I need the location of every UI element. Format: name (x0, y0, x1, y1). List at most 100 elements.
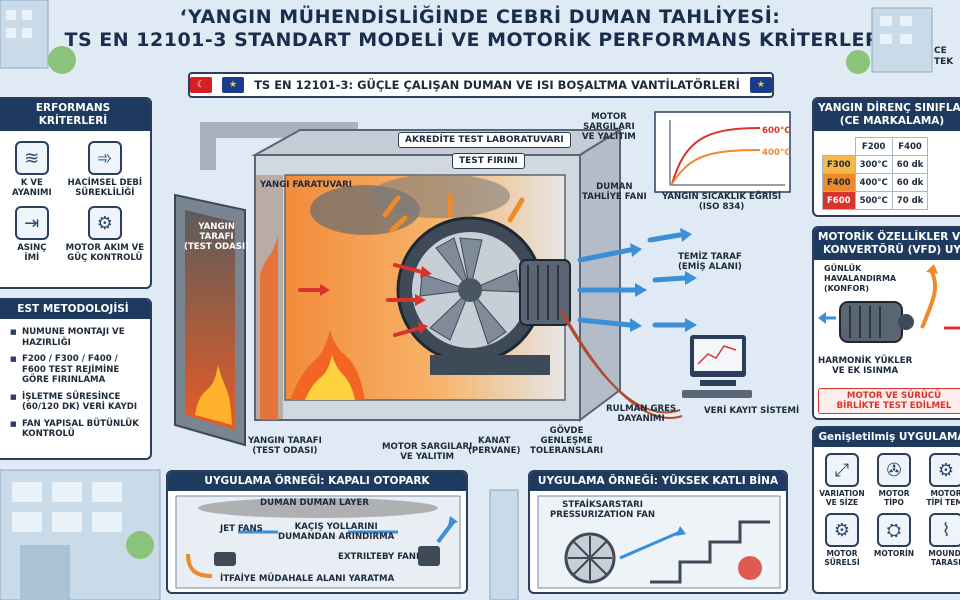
application-label: MOTOR TİPO (878, 489, 910, 507)
criteria-item: ≋ K VE AYANIMI (2, 141, 62, 198)
temp-cell: 300°C (854, 155, 893, 174)
exhaust-fan-car-park-label: EXTRILTEBY FANI (338, 552, 420, 562)
pipe-icon: ⌇ (929, 513, 960, 547)
criteria-item: ⚙ MOTOR AKIM VE GÜÇ KONTROLÜ (66, 206, 144, 263)
vfd-motor-illustration (818, 264, 960, 343)
body-expansion-label: GÖVDE GENLEŞME TOLERANSLARI (530, 426, 604, 456)
performance-criteria-title: ERFORMANS KRİTERLERİ (0, 99, 150, 131)
page-title: ‘YANGIN MÜHENDİSLİĞİNDE CEBRİ DUMAN TAHL… (0, 6, 960, 52)
high-rise-illustration (537, 495, 781, 589)
jet-fans-label: JET FANS (220, 524, 263, 534)
application-label: MOTOR SÜRELSİ (824, 549, 860, 567)
motor-icon: ⛭ (877, 513, 911, 547)
fire-side-label: YANGIN TARAFI (TEST ODASI) (248, 436, 322, 456)
motor-windings-top-label: MOTOR SARGILARI VE YALITIM (582, 112, 636, 142)
methodology-step: NUMUNE MONTAJI VE HAZIRLIĞI (10, 327, 142, 348)
table-header-row: F200 F400 (823, 137, 929, 156)
data-system-label: VERİ KAYIT SİSTEMİ (704, 406, 800, 416)
application-item: ⤢ VARIATION VE SİZE (818, 453, 866, 507)
fire-resistance-title: YANGIN DİRENÇ SINIFLAN (CE MARKALAMA) (814, 99, 960, 131)
table-row: F400 400°C 60 dk (822, 173, 929, 192)
high-rise-example-panel: UYGULAMA ÖRNEĞİ: YÜKSEK KATLI BİNA STFAİ… (528, 470, 788, 594)
time-cell: 60 dk (891, 173, 929, 192)
pressurization-fan-label: STFAİKSARSTARI PRESSURIZATION FAN (550, 500, 656, 520)
title-line-2: TS EN 12101-3 STANDART MODELİ VE MOTORİK… (64, 29, 896, 51)
application-item: ⛭ MOTORİN (870, 513, 918, 567)
criteria-label: HACİMSEL DEBİ SÜREKLİLİĞİ (67, 178, 142, 198)
temp-cell: 400°C (854, 173, 893, 192)
test-furnace-diagram (174, 111, 791, 447)
motor-icon: ⚙ (929, 453, 960, 487)
test-furnace-label: TEST FIRINI (452, 153, 525, 169)
car-park-illustration (175, 495, 461, 589)
methodology-step: FAN YAPISAL BÜTÜNLÜK KONTROLÜ (10, 419, 142, 440)
application-label: VARIATION VE SİZE (819, 489, 865, 507)
vfd-panel: MOTORİK ÖZELLİKLER VE M KONVERTÖRÜ (VFD)… (812, 226, 960, 420)
exhaust-fan-label: DUMAN TAHLİYE FANI (582, 182, 647, 202)
smoke-layer-label: DUMAN DUMAN LAYER (260, 498, 370, 508)
title-line-1: ‘YANGIN MÜHENDİSLİĞİNDE CEBRİ DUMAN TAHL… (179, 6, 781, 28)
extended-applications-panel: Genişletilmiş UYGULAMA ⤢ VARIATION VE Sİ… (812, 426, 960, 594)
high-rise-title: UYGULAMA ÖRNEĞİ: YÜKSEK KATLI BİNA (530, 472, 786, 491)
criteria-item: ⇥ ASINÇ İMİ (2, 206, 62, 263)
gear-icon: ⚙ (825, 513, 859, 547)
escape-route-label: KAÇIŞ YOLLARINI DUMANDAN ARINDIRMA (278, 522, 395, 542)
car-park-title: UYGULAMA ÖRNEĞİ: KAPALI OTOPARK (168, 472, 466, 491)
motor-icon: ⚙ (87, 206, 122, 240)
test-methodology-title: EST METODOLOJİSİ (0, 300, 150, 319)
class-cell: F600 (822, 191, 856, 210)
criteria-label: ASINÇ İMİ (17, 243, 47, 263)
accredited-lab-label: AKREDİTE TEST LABORATUVARI (398, 132, 571, 148)
curve-400-label: 400°C (762, 148, 791, 158)
fire-resistance-table: F200 F400 F300 300°C 60 dk F400 400°C 60… (822, 137, 929, 210)
wind-arrows-icon: ≋ (14, 141, 49, 175)
eu-flag-icon: ★ (222, 77, 245, 93)
turkey-flag-icon: ☾ (190, 77, 213, 93)
application-label: MOTOR TİPİ TEMİ (926, 489, 960, 507)
application-item: ⌇ MOUNDİ TARASI (922, 513, 960, 567)
temperature-curve-label: YANGIN SICAKLIK EĞRİSİ (ISO 834) (662, 192, 782, 212)
performance-criteria-panel: ERFORMANS KRİTERLERİ ≋ K VE AYANIMI ➾ HA… (0, 97, 152, 289)
table-row: F300 300°C 60 dk (822, 155, 929, 174)
class-cell: F300 (822, 155, 856, 174)
extended-applications-title: Genişletilmiş UYGULAMA (814, 428, 960, 447)
blade-label: KANAT (PERVANE) (468, 436, 521, 456)
bearing-label: RULMAN GRES DAYANIMI (606, 404, 677, 424)
banner-text: TS EN 12101-3: GÜÇLE ÇALIŞAN DUMAN VE IS… (254, 78, 740, 92)
fan-icon: ✇ (877, 453, 911, 487)
car-park-example-panel: UYGULAMA ÖRNEĞİ: KAPALI OTOPARK DUMAN DU… (166, 470, 468, 594)
table-header-cell: F200 (854, 137, 893, 156)
fire-resistance-panel: YANGIN DİRENÇ SINIFLAN (CE MARKALAMA) F2… (812, 97, 960, 217)
curve-600-label: 600°C (762, 126, 791, 136)
door-label: YANGIN TARAFI (TEST ODASI) (184, 222, 250, 252)
methodology-step: İŞLETME SÜRESİNCE (60/120 DK) VERİ KAYDI (10, 392, 142, 413)
vfd-title: MOTORİK ÖZELLİKLER VE M KONVERTÖRÜ (VFD)… (814, 228, 960, 260)
application-label: MOTORİN (873, 549, 915, 558)
test-together-alert: MOTOR VE SÜRÜCÜ BİRLİKTE TEST EDİLMEL (818, 388, 960, 414)
standard-banner: ☾ ★ TS EN 12101-3: GÜÇLE ÇALIŞAN DUMAN V… (188, 72, 774, 98)
harmonic-loads-label: HARMONİK YÜKLER VE EK ISINMA (818, 356, 913, 376)
table-row: F600 500°C 70 dk (822, 191, 929, 210)
clean-side-label: TEMİZ TARAF (EMİŞ ALANI) (678, 252, 742, 272)
wind-arrows-icon: ➾ (87, 141, 122, 175)
application-item: ✇ MOTOR TİPO (870, 453, 918, 507)
partition-label: YANGI FARATUVARI (260, 180, 352, 190)
application-item: ⚙ MOTOR TİPİ TEMİ (922, 453, 960, 507)
eu-flag-icon-right: ★ (749, 77, 772, 93)
test-methodology-panel: EST METODOLOJİSİ NUMUNE MONTAJI VE HAZIR… (0, 298, 152, 460)
pressure-icon: ⇥ (14, 206, 49, 240)
temp-cell: 500°C (854, 191, 893, 210)
class-cell: F400 (822, 173, 856, 192)
firefighter-area-label: İTFAİYE MÜDAHALE ALANI YARATMA (220, 574, 395, 584)
application-label: MOUNDİ TARASI (928, 549, 960, 567)
criteria-label: K VE AYANIMI (12, 178, 52, 198)
corner-text: CE TEK (934, 46, 954, 67)
time-cell: 60 dk (891, 155, 929, 174)
daily-ventilation-label: GÜNLÜK HAVALANDIRMA (KONFOR) (824, 264, 897, 293)
methodology-step: F200 / F300 / F400 / F600 TEST REJİMİNE … (10, 354, 142, 386)
motor-windings-bottom-label: MOTOR SARGILARI VE YALITIM (382, 442, 473, 462)
criteria-label: MOTOR AKIM VE GÜÇ KONTROLÜ (65, 243, 144, 263)
time-cell: 70 dk (891, 191, 929, 210)
table-header-cell: F400 (891, 137, 929, 156)
